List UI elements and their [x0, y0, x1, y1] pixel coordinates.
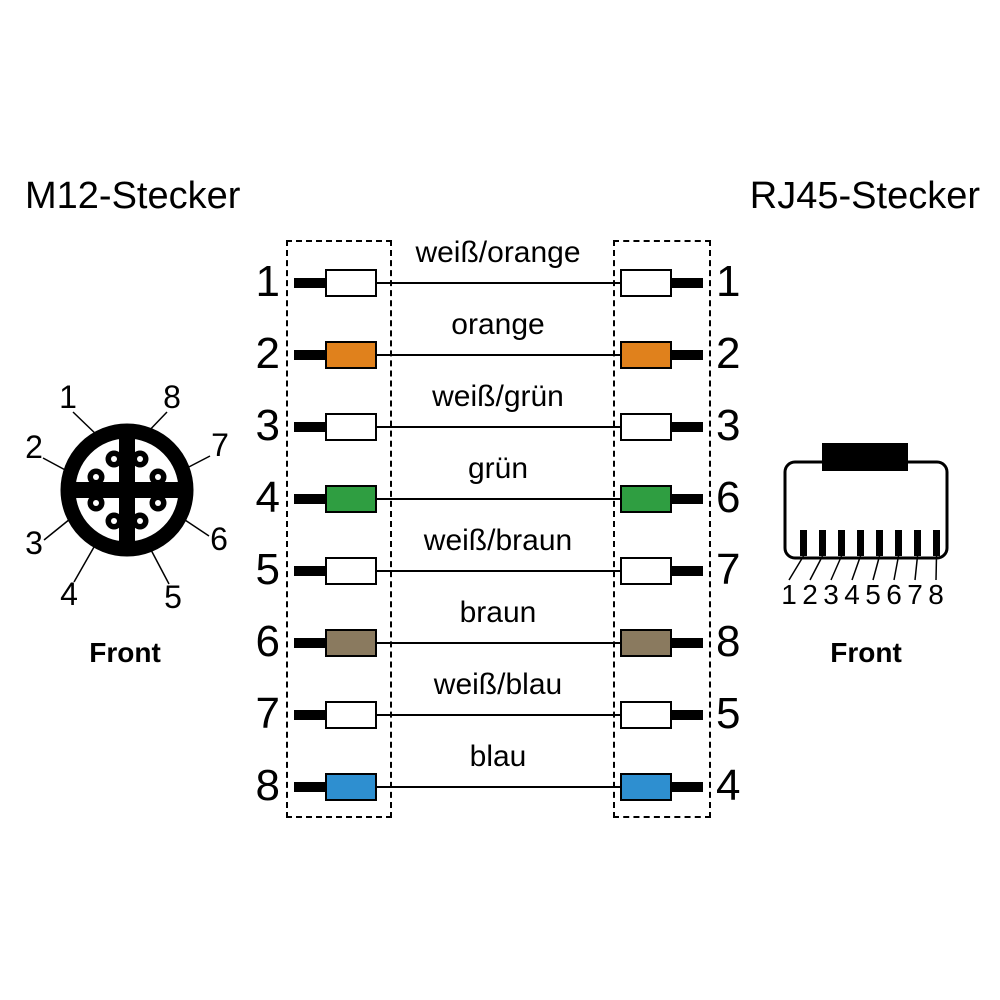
wire-stub-right	[672, 566, 703, 576]
wire-stub-left	[294, 422, 325, 432]
wire-terminal-right	[620, 485, 672, 513]
m12-pin-number: 8	[255, 761, 280, 810]
m12-pin-labels: 1 8 2 7 3 6 4 5	[25, 379, 229, 615]
wire-stub-right	[672, 422, 703, 432]
wire-terminal-right	[620, 773, 672, 801]
m12-pin-number: 4	[255, 473, 280, 522]
m12-pin-number: 7	[255, 689, 280, 738]
wire-color-label: orange	[451, 308, 545, 341]
m12-pin-label: 8	[163, 379, 181, 415]
m12-connector-drawing: 1 8 2 7 3 6 4 5	[25, 379, 229, 615]
wire-terminal-left	[325, 773, 377, 801]
rj45-pin-number: 3	[823, 579, 839, 610]
rj45-pin-number: 3	[716, 401, 741, 450]
rj45-pin-number: 5	[716, 689, 741, 738]
m12-pin-label: 2	[25, 429, 43, 465]
rj45-pin-leader-lines	[788, 555, 938, 581]
wire-terminal-right	[620, 557, 672, 585]
rj45-front-label: Front	[830, 637, 902, 668]
wire-stub-right	[672, 278, 703, 288]
rj45-pin-number: 2	[716, 329, 741, 378]
wire-line	[377, 714, 620, 716]
rj45-latch-tab	[822, 443, 908, 471]
rj45-connector-drawing: 1 2 3 4 5 6 7 8	[781, 443, 949, 610]
rj45-pin-number: 5	[865, 579, 881, 610]
m12-pin-number: 1	[255, 257, 280, 306]
rj45-pin-number: 1	[781, 579, 797, 610]
m12-title: M12-Stecker	[25, 175, 241, 217]
wire-stub-left	[294, 278, 325, 288]
wire-line	[377, 426, 620, 428]
wire-terminal-left	[325, 413, 377, 441]
wire-color-label: weiß/braun	[423, 524, 573, 557]
m12-front-label: Front	[89, 637, 161, 668]
wire-line	[377, 570, 620, 572]
m12-pin-number: 6	[255, 617, 280, 666]
rj45-title: RJ45-Stecker	[749, 175, 980, 217]
rj45-pin-number: 8	[716, 617, 741, 666]
wire-line	[377, 354, 620, 356]
wire-terminal-left	[325, 269, 377, 297]
wire-stub-left	[294, 638, 325, 648]
wire-stub-left	[294, 566, 325, 576]
m12-pin-label: 7	[211, 427, 229, 463]
wire-color-label: weiß/orange	[415, 236, 581, 269]
wire-line	[377, 786, 620, 788]
wire-line	[377, 282, 620, 284]
wire-terminal-right	[620, 629, 672, 657]
m12-pin-contacts	[87, 450, 167, 530]
wire-stub-left	[294, 782, 325, 792]
m12-terminal-housing-box	[286, 240, 392, 818]
wire-line	[377, 498, 620, 500]
wire-terminal-left	[325, 485, 377, 513]
wire-stub-right	[672, 782, 703, 792]
wire-terminal-left	[325, 557, 377, 585]
wire-stub-right	[672, 638, 703, 648]
wire-stub-left	[294, 710, 325, 720]
rj45-pin-numbers: 1 2 3 4 5 6 7 8	[781, 579, 944, 610]
m12-pin-label: 6	[210, 521, 228, 557]
m12-pin-label: 3	[25, 525, 43, 561]
m12-pin-number: 3	[255, 401, 280, 450]
wire-color-label: blau	[469, 740, 527, 773]
wire-stub-left	[294, 350, 325, 360]
m12-pin-label: 5	[164, 579, 182, 615]
m12-pin-number: 2	[255, 329, 280, 378]
wire-terminal-right	[620, 413, 672, 441]
m12-pin-number: 5	[255, 545, 280, 594]
rj45-contacts	[800, 530, 940, 556]
wire-terminal-right	[620, 701, 672, 729]
wire-terminal-left	[325, 701, 377, 729]
m12-pin-label: 1	[59, 379, 77, 415]
wire-color-label: weiß/grün	[432, 380, 564, 413]
rj45-pin-number: 6	[886, 579, 902, 610]
wire-line	[377, 642, 620, 644]
m12-pin-label: 4	[60, 576, 78, 612]
rj45-pin-number: 4	[716, 761, 741, 810]
rj45-pin-number: 6	[716, 473, 741, 522]
m12-coding-cross	[75, 438, 179, 542]
rj45-terminal-housing-box	[613, 240, 711, 818]
rj45-body	[783, 460, 949, 560]
wire-terminal-right	[620, 341, 672, 369]
wire-color-label: braun	[459, 596, 537, 629]
wire-stub-right	[672, 350, 703, 360]
wire-stub-right	[672, 710, 703, 720]
rj45-pin-number: 1	[716, 257, 741, 306]
wire-stub-left	[294, 494, 325, 504]
rj45-pin-number: 4	[844, 579, 860, 610]
wire-terminal-left	[325, 629, 377, 657]
wire-stub-right	[672, 494, 703, 504]
rj45-pin-number: 7	[716, 545, 741, 594]
rj45-pin-number: 2	[802, 579, 818, 610]
wire-color-label: weiß/blau	[433, 668, 563, 701]
wire-color-label: grün	[467, 452, 529, 485]
wire-terminal-left	[325, 341, 377, 369]
rj45-pin-number: 8	[928, 579, 944, 610]
rj45-pin-number: 7	[907, 579, 923, 610]
wire-terminal-right	[620, 269, 672, 297]
